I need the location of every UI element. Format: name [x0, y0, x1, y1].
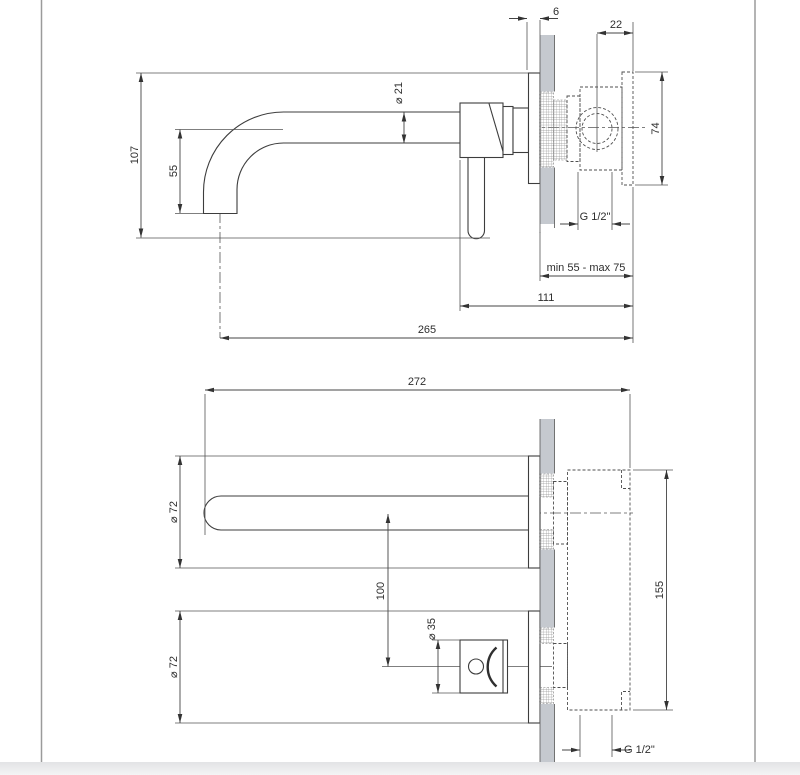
- spout-plate-plan: [527, 455, 541, 569]
- dim-total-height: 107: [129, 72, 528, 239]
- spout-outline: [202, 111, 460, 215]
- dim-total-reach-side: 265: [220, 324, 633, 341]
- dim-label-74: 74: [650, 122, 662, 134]
- dim-label-g12-plan: G 1/2": [624, 744, 655, 756]
- handle-plan: [459, 639, 509, 694]
- thread-section: [539, 91, 568, 168]
- dim-port-offset: 22: [597, 19, 634, 71]
- dim-handle-plate-diameter: ⌀ 72: [168, 610, 528, 724]
- wall-section-plan: [539, 419, 555, 762]
- dim-label-100: 100: [375, 582, 387, 600]
- dim-label-d72-lower: ⌀ 72: [168, 656, 180, 678]
- handle-lever: [467, 152, 486, 240]
- inwall-valve-hidden-plan: [567, 469, 631, 711]
- dim-spout-to-handle: 100: [375, 514, 391, 667]
- handle-pin-hole: [467, 658, 485, 675]
- dim-label-g12-side: G 1/2": [580, 211, 611, 223]
- dim-spout-drop: 55: [168, 129, 283, 214]
- dim-label-272: 272: [408, 376, 426, 388]
- dim-valve-height-plan: 155: [633, 469, 673, 711]
- handle-plate-plan: [527, 610, 541, 724]
- dim-label-d35: ⌀ 35: [426, 618, 438, 640]
- dim-label-d72-upper: ⌀ 72: [168, 501, 180, 523]
- dim-label-155: 155: [654, 581, 666, 599]
- dim-spout-diameter: ⌀ 21: [393, 82, 407, 144]
- dim-embed-depth: min 55 - max 75: [539, 187, 634, 343]
- dim-label-22: 22: [610, 19, 622, 31]
- side-view: 6 22 74 ⌀ 21 107 55: [129, 6, 668, 343]
- inwall-valve-hidden: [566, 34, 634, 186]
- thread-sections-plan: [539, 473, 568, 704]
- handle-grip-arc: [486, 646, 498, 688]
- dim-valve-height: 74: [635, 71, 668, 186]
- escutcheon-plate: [527, 72, 541, 185]
- dim-thread-plan: G 1/2": [562, 715, 655, 757]
- dim-label-minmax: min 55 - max 75: [547, 262, 626, 274]
- wall-section: [539, 20, 555, 233]
- spout-plan-outline: [203, 495, 529, 531]
- dim-label-55: 55: [168, 165, 180, 177]
- dim-handle-diameter: ⌀ 35: [426, 618, 460, 694]
- plan-view: 272 ⌀ 72 100 ⌀ 72 ⌀ 35 155: [168, 376, 673, 762]
- dim-total-reach-plan: 272: [204, 376, 631, 535]
- dim-label-107: 107: [129, 146, 141, 164]
- dim-label-6: 6: [553, 6, 559, 18]
- page-bottom-shadow: [0, 762, 800, 775]
- dim-label-d21: ⌀ 21: [393, 82, 405, 104]
- dim-label-265: 265: [418, 324, 436, 336]
- dim-plate-thickness: 6: [509, 6, 559, 70]
- dim-spout-plate-diameter: ⌀ 72: [168, 455, 528, 569]
- mixer-body: [459, 102, 530, 159]
- dim-label-111: 111: [538, 292, 555, 304]
- dim-thread-side: G 1/2": [560, 172, 630, 230]
- dim-wall-to-flange: 111: [459, 160, 633, 311]
